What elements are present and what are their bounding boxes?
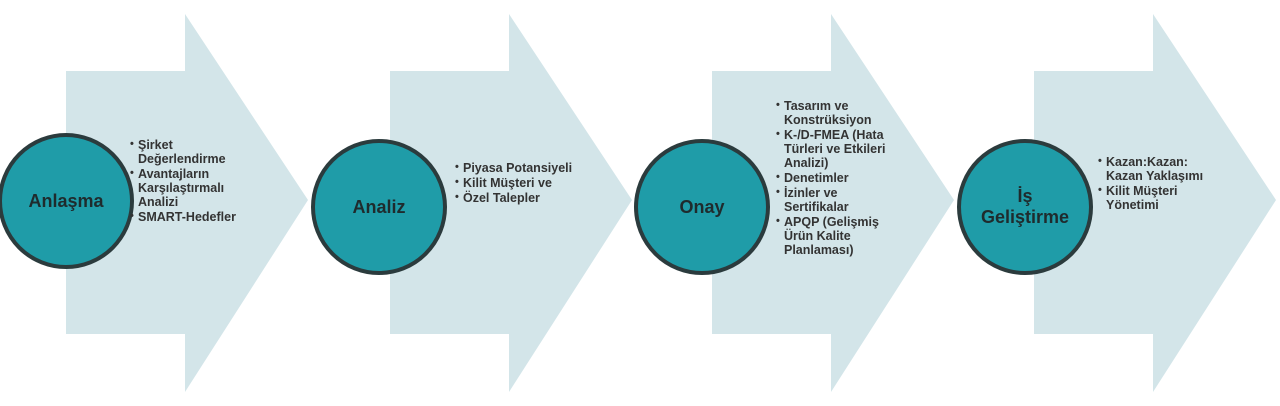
step-title: Anlaşma: [28, 190, 104, 211]
bullet-item: Kilit Müşteri ve: [455, 175, 575, 190]
step-circle-analiz: Analiz: [311, 139, 447, 275]
step-circle-is-gelistirme: İş Geliştirme: [957, 139, 1093, 275]
bullet-item: K-/D-FMEA (Hata Türleri ve Etkileri Anal…: [776, 127, 896, 170]
bullet-item: Denetimler: [776, 170, 896, 185]
step-bullet-list: Tasarım ve Konstrüksiyon K-/D-FMEA (Hata…: [776, 98, 896, 258]
step-title: Onay: [679, 196, 725, 217]
bullet-item: Kilit Müşteri Yönetimi: [1098, 183, 1210, 212]
bullet-item: APQP (Gelişmiş Ürün Kalite Planlaması): [776, 214, 896, 257]
bullet-item: Tasarım ve Konstrüksiyon: [776, 98, 896, 127]
bullet-item: Avantajların Karşılaştırmalı Analizi: [130, 166, 250, 209]
bullet-item: SMART-Hedefler: [130, 209, 250, 224]
step-bullet-list: Kazan:Kazan: Kazan Yaklaşımı Kilit Müşte…: [1098, 154, 1210, 213]
step-circle-onay: Onay: [634, 139, 770, 275]
bullet-item: Piyasa Potansiyeli: [455, 160, 575, 175]
bullet-item: Şirket Değerlendirme: [130, 137, 250, 166]
step-bullet-list: Şirket Değerlendirme Avantajların Karşıl…: [130, 137, 250, 225]
bullet-item: İzinler ve Sertifikalar: [776, 185, 896, 214]
step-title: İş Geliştirme: [980, 186, 1070, 227]
step-title: Analiz: [352, 196, 406, 217]
step-bullet-list: Piyasa Potansiyeli Kilit Müşteri ve Özel…: [455, 160, 575, 206]
bullet-item: Özel Talepler: [455, 190, 575, 205]
step-circle-anlasma: Anlaşma: [0, 133, 134, 269]
bullet-item: Kazan:Kazan: Kazan Yaklaşımı: [1098, 154, 1210, 183]
